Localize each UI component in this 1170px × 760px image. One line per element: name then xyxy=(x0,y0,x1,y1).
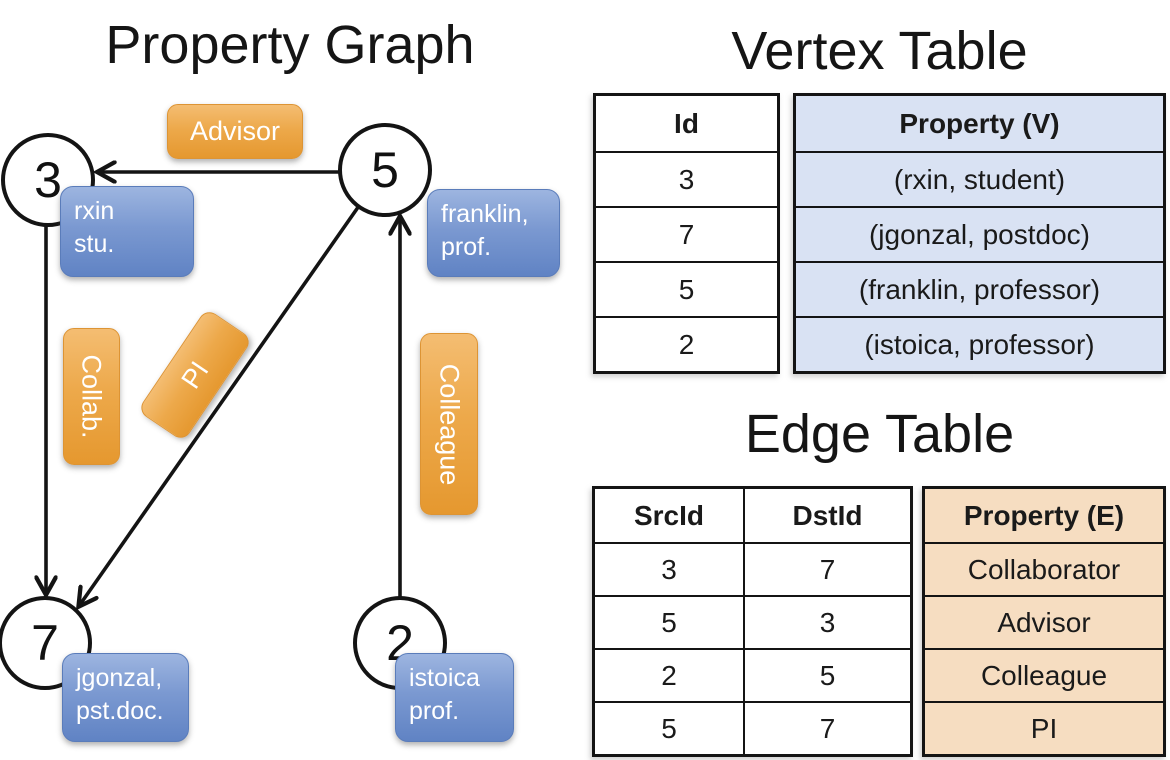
vertex-prop-box-7: jgonzal, pst.doc. xyxy=(62,653,189,742)
vertex-table-id-cell: 2 xyxy=(596,316,777,371)
edge-table-dst-cell: 5 xyxy=(745,648,910,701)
vertex-prop-5-line1: franklin, xyxy=(441,200,529,228)
vertex-prop-7-line2: pst.doc. xyxy=(76,697,164,725)
vertex-prop-2-line1: istoica xyxy=(409,664,480,692)
vertex-table-property-cell: (jgonzal, postdoc) xyxy=(796,206,1163,261)
edge-table-dst-cell: 3 xyxy=(745,595,910,648)
vertex-prop-2-line2: prof. xyxy=(409,697,460,725)
graph-edges-and-nodes xyxy=(0,123,447,690)
vertex-table-property-column: Property (V) (rxin, student) (jgonzal, p… xyxy=(793,93,1166,374)
edge-table-property-column: Property (E) Collaborator Advisor Collea… xyxy=(922,486,1166,757)
edge-label-advisor-text: Advisor xyxy=(189,116,281,146)
edge-label-collab: Collab. xyxy=(63,328,120,465)
edge-table-src-dst-columns: SrcId DstId 3 7 5 3 2 5 5 7 xyxy=(592,486,913,757)
edge-table-header-property: Property (E) xyxy=(963,499,1125,531)
edge-table-header-dstid: DstId xyxy=(792,499,863,531)
edge-table-property-cell: Colleague xyxy=(925,648,1163,701)
property-graph-title: Property Graph xyxy=(105,15,475,75)
vertex-prop-3-line2: stu. xyxy=(74,230,115,258)
vertex-prop-3-line1: rxin xyxy=(74,197,115,225)
vertex-table-header-property: Property (V) xyxy=(899,107,1060,139)
vertex-table-property-cell: (istoica, professor) xyxy=(796,316,1163,371)
edge-table-dst-cell: 7 xyxy=(745,701,910,754)
vertex-table-property-cell: (rxin, student) xyxy=(796,151,1163,206)
vertex-table-id-cell: 7 xyxy=(596,206,777,261)
edge-table-header-srcid: SrcId xyxy=(595,489,745,542)
vertex-table-property-cell: (franklin, professor) xyxy=(796,261,1163,316)
edge-label-advisor: Advisor xyxy=(167,104,303,159)
vertex-table-title: Vertex Table xyxy=(731,21,1028,81)
edge-table-src-cell: 3 xyxy=(595,542,745,595)
edge-label-colleague: Colleague xyxy=(420,333,478,515)
vertex-prop-box-5: franklin, prof. xyxy=(427,189,560,277)
vertex-prop-7-line1: jgonzal, xyxy=(76,664,163,692)
edge-table-title: Edge Table xyxy=(744,404,1015,464)
edge-table-src-cell: 5 xyxy=(595,595,745,648)
vertex-table-id-cell: 3 xyxy=(596,151,777,206)
edge-table-property-cell: Advisor xyxy=(925,595,1163,648)
edge-table-src-cell: 2 xyxy=(595,648,745,701)
edge-table-property-cell: PI xyxy=(925,701,1163,754)
edge-5-to-7 xyxy=(79,191,370,606)
vertex-circle-5 xyxy=(338,123,432,217)
edge-table-property-cell: Collaborator xyxy=(925,542,1163,595)
vertex-prop-box-2: istoica prof. xyxy=(395,653,514,742)
vertex-table-id-cell: 5 xyxy=(596,261,777,316)
edge-label-colleague-text: Colleague xyxy=(434,363,465,485)
edge-label-collab-text: Collab. xyxy=(77,354,108,439)
edge-table-dst-cell: 7 xyxy=(745,542,910,595)
vertex-table-id-column: Id 3 7 5 2 xyxy=(593,93,780,374)
vertex-prop-box-3: rxin stu. xyxy=(60,186,194,277)
edge-label-pi-text: PI xyxy=(175,355,215,394)
edge-table-src-cell: 5 xyxy=(595,701,745,754)
vertex-prop-5-line2: prof. xyxy=(441,233,492,261)
vertex-table-header-id: Id xyxy=(674,107,699,139)
